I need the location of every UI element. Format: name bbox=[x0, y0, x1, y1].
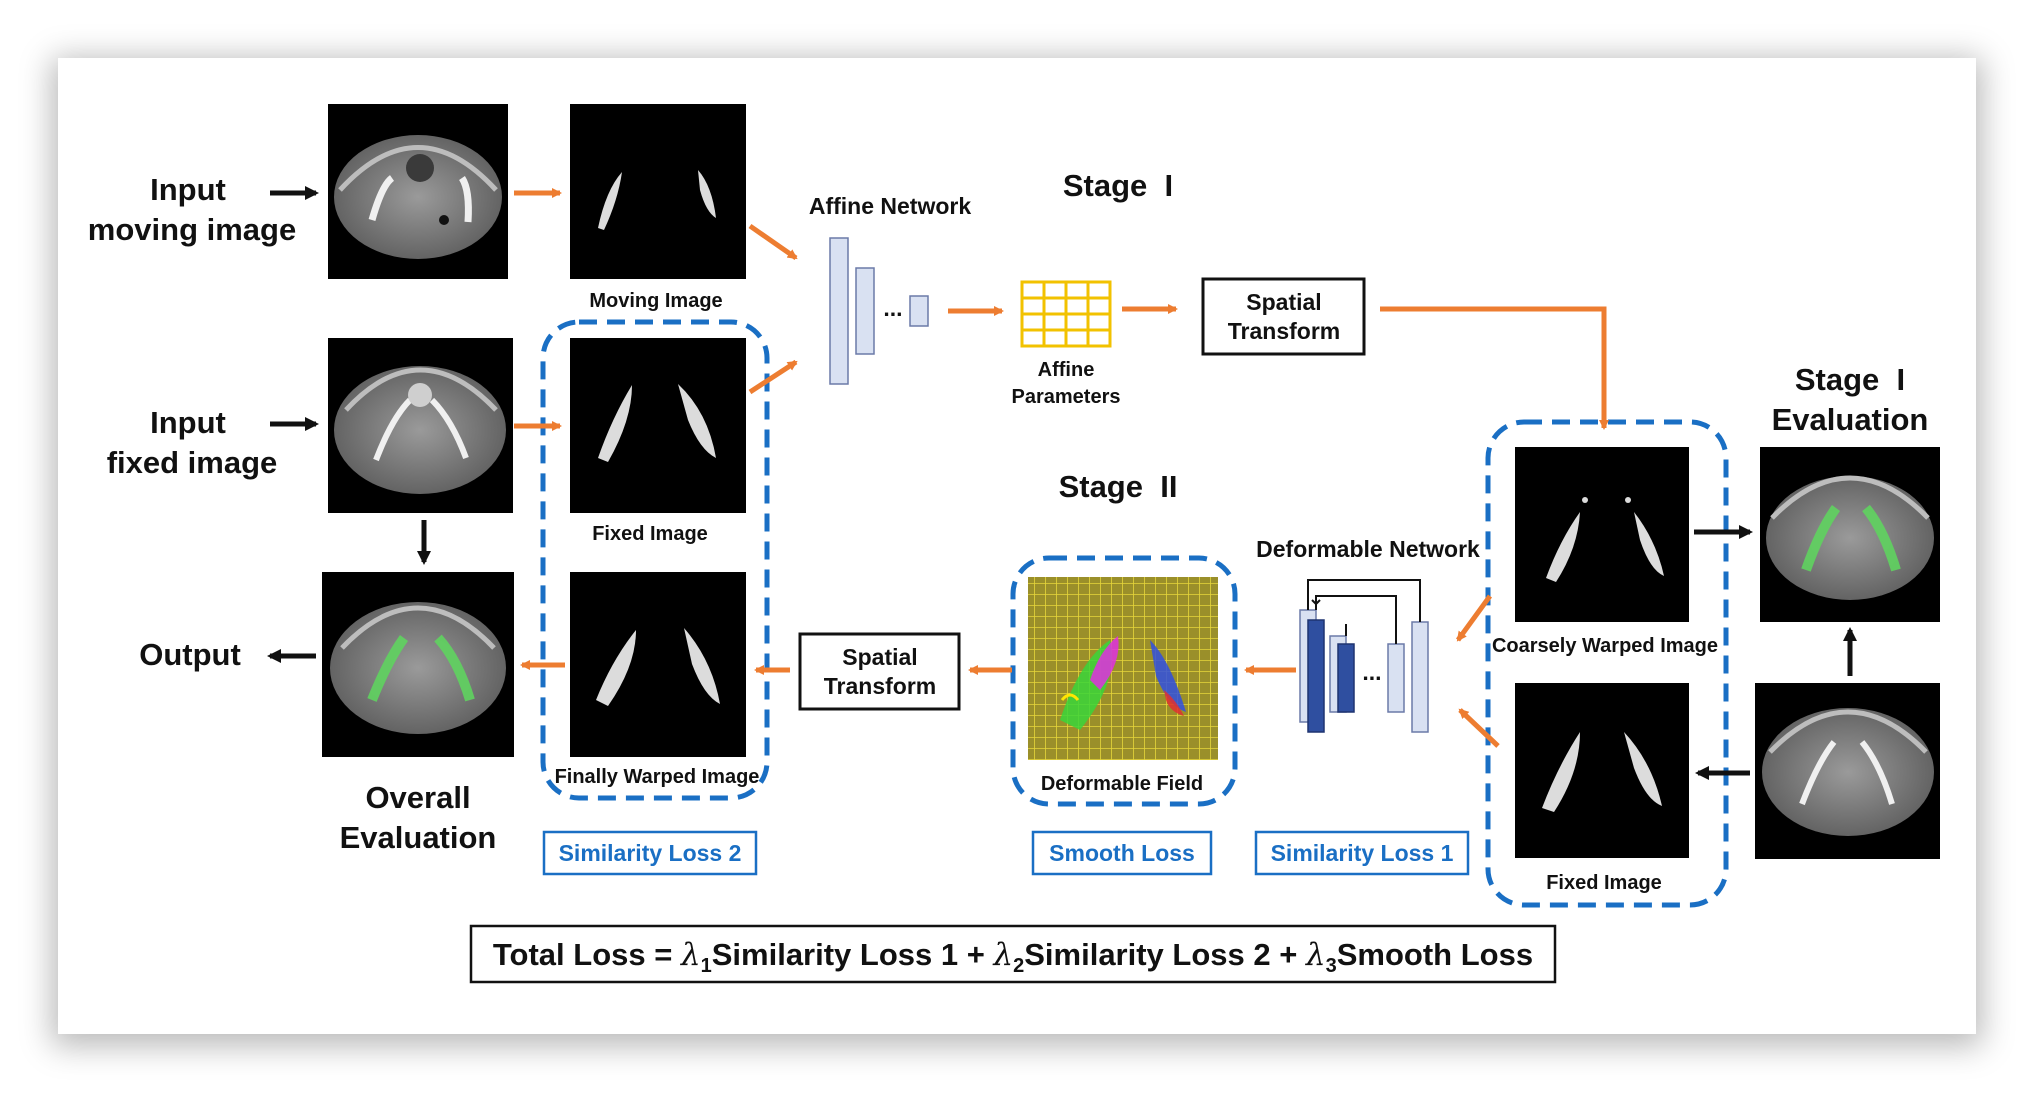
similarity-loss-1-box bbox=[1254, 830, 1470, 876]
output-label: Output bbox=[139, 637, 241, 672]
stage1-label: Stage I bbox=[1063, 168, 1173, 203]
dashed-group-left bbox=[540, 319, 770, 801]
formula-term-1: Similarity Loss 1 + bbox=[712, 937, 994, 972]
coarsely-warped-image bbox=[1515, 447, 1689, 622]
dashed-group-field bbox=[1010, 555, 1238, 807]
output-ct-image bbox=[322, 572, 514, 757]
smooth-loss-label: Smooth Loss bbox=[1049, 840, 1195, 866]
total-loss-box bbox=[469, 924, 1557, 984]
deformable-field-caption: Deformable Field bbox=[1041, 773, 1203, 795]
formula-prefix: Total Loss = bbox=[493, 937, 681, 972]
affine-network-label: Affine Network bbox=[809, 193, 972, 219]
deformable-network-block bbox=[1299, 579, 1429, 733]
affine-network-block bbox=[829, 237, 929, 385]
affine-params-line2: Parameters bbox=[1012, 386, 1121, 408]
spatial-transform-top-line2: Transform bbox=[1228, 318, 1340, 344]
finally-warped-image bbox=[570, 572, 746, 757]
input-fixed-ct-image bbox=[328, 338, 513, 513]
spatial-transform-bottom-line2: Transform bbox=[824, 673, 936, 699]
moving-image-caption: Moving Image bbox=[589, 290, 722, 312]
deform-ellipsis: ... bbox=[1362, 659, 1381, 685]
overall-eval-line2: Evaluation bbox=[340, 820, 497, 855]
input-fixed-label-line1: Input bbox=[150, 405, 226, 440]
fixed-image-right-caption: Fixed Image bbox=[1546, 872, 1662, 894]
formula-term-2: Similarity Loss 2 + bbox=[1024, 937, 1306, 972]
input-fixed-label-line2: fixed image bbox=[107, 445, 278, 480]
sub-2: 2 bbox=[1013, 955, 1024, 977]
input-moving-label-line1: Input bbox=[150, 172, 226, 207]
deformable-field-image bbox=[1028, 577, 1218, 760]
spatial-transform-top-box bbox=[1201, 277, 1366, 356]
fixed-image-top-mask bbox=[570, 338, 746, 513]
stage1-eval-line1: Stage I bbox=[1795, 362, 1905, 397]
orange-arrows bbox=[514, 188, 1609, 748]
dashed-group-right bbox=[1485, 419, 1729, 908]
lambda-1: λ bbox=[679, 937, 701, 973]
reference-ct-image bbox=[1755, 683, 1940, 859]
similarity-loss-2-label: Similarity Loss 2 bbox=[559, 840, 742, 866]
sub-1: 1 bbox=[701, 955, 712, 977]
input-moving-label-line2: moving image bbox=[88, 212, 296, 247]
lambda-2: λ bbox=[991, 937, 1013, 973]
spatial-transform-top-line1: Spatial bbox=[1246, 289, 1321, 315]
affine-ellipsis: ... bbox=[883, 295, 902, 321]
spatial-transform-bottom-box bbox=[798, 632, 961, 711]
input-moving-ct-image bbox=[328, 104, 508, 279]
total-loss-formula: Total Loss = λ1Similarity Loss 1 + λ2Sim… bbox=[493, 937, 1533, 977]
stage1-eval-ct-image bbox=[1760, 447, 1940, 622]
sub-3: 3 bbox=[1326, 955, 1337, 977]
overall-eval-line1: Overall bbox=[365, 780, 470, 815]
stage2-label: Stage II bbox=[1059, 469, 1178, 504]
similarity-loss-1-label: Similarity Loss 1 bbox=[1271, 840, 1454, 866]
spatial-transform-bottom-line1: Spatial bbox=[842, 644, 917, 670]
deformable-network-label: Deformable Network bbox=[1256, 536, 1480, 562]
stage1-eval-line2: Evaluation bbox=[1772, 402, 1929, 437]
coarsely-warped-caption: Coarsely Warped Image bbox=[1492, 635, 1718, 657]
fixed-image-top-caption: Fixed Image bbox=[592, 523, 708, 545]
lambda-3: λ bbox=[1304, 937, 1326, 973]
fixed-image-right-mask bbox=[1515, 683, 1689, 858]
finally-warped-caption: Finally Warped Image bbox=[555, 766, 760, 788]
moving-image-mask bbox=[570, 104, 746, 279]
similarity-loss-2-box bbox=[542, 830, 758, 876]
affine-params-line1: Affine bbox=[1038, 359, 1095, 381]
formula-term-3: Smooth Loss bbox=[1337, 937, 1533, 972]
smooth-loss-box bbox=[1031, 830, 1213, 876]
affine-parameters-grid bbox=[1020, 280, 1112, 348]
black-arrows bbox=[267, 186, 1857, 780]
